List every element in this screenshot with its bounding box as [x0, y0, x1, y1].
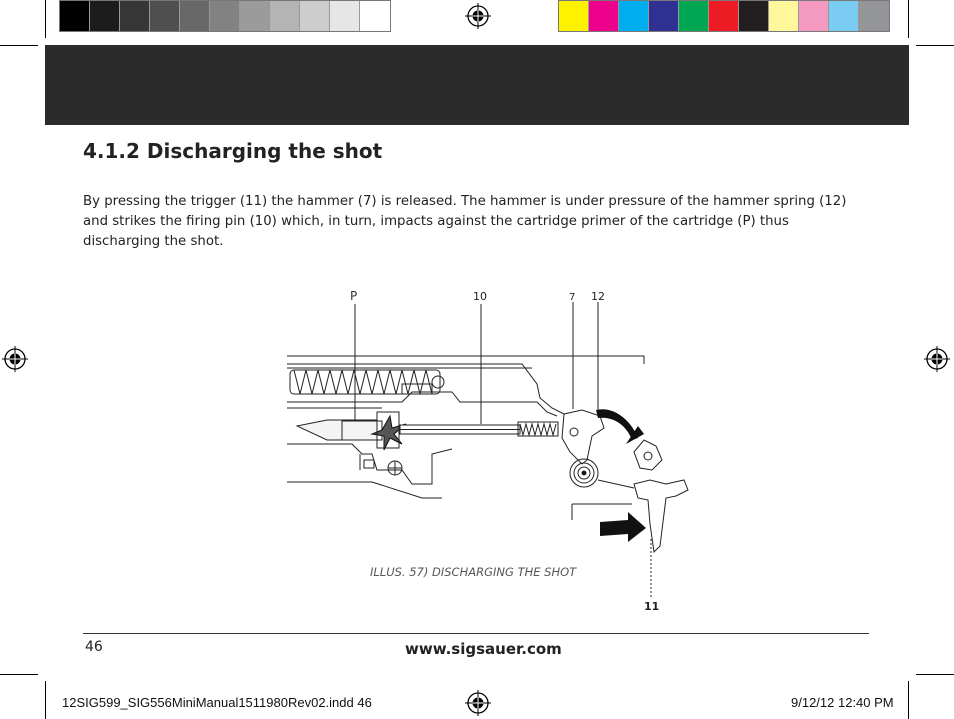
- label-firing-pin: 10: [473, 290, 487, 303]
- crop-mark: [916, 674, 954, 675]
- color-swatch: [330, 1, 360, 31]
- grayscale-color-bar: [59, 0, 391, 32]
- slug-filename: 12SIG599_SIG556MiniManual1511980Rev02.in…: [62, 695, 372, 710]
- crop-mark: [0, 674, 38, 675]
- registration-mark-icon: [2, 346, 28, 372]
- section-title: 4.1.2 Discharging the shot: [83, 139, 383, 163]
- registration-mark-icon: [465, 690, 491, 716]
- color-swatch: [619, 1, 649, 31]
- color-swatch: [270, 1, 300, 31]
- color-swatch: [120, 1, 150, 31]
- crop-mark: [0, 45, 38, 46]
- color-swatch: [679, 1, 709, 31]
- crop-mark: [916, 45, 954, 46]
- color-swatch: [709, 1, 739, 31]
- crop-mark: [908, 681, 909, 719]
- process-color-bar: [558, 0, 890, 32]
- website-link[interactable]: www.sigsauer.com: [405, 640, 562, 658]
- crop-mark: [45, 681, 46, 719]
- label-hammer-spring: 12: [591, 290, 605, 303]
- color-swatch: [180, 1, 210, 31]
- crop-mark: [45, 0, 46, 38]
- color-swatch: [300, 1, 330, 31]
- color-swatch: [649, 1, 679, 31]
- color-swatch: [829, 1, 859, 31]
- footer-divider: [83, 633, 869, 634]
- label-hammer: 7: [569, 292, 575, 303]
- color-swatch: [240, 1, 270, 31]
- color-swatch: [60, 1, 90, 31]
- color-swatch: [559, 1, 589, 31]
- color-swatch: [859, 1, 889, 31]
- illustration-caption: ILLUS. 57) DISCHARGING THE SHOT: [370, 565, 577, 579]
- color-swatch: [769, 1, 799, 31]
- color-swatch: [739, 1, 769, 31]
- page-number: 46: [85, 639, 103, 655]
- section-body: By pressing the trigger (11) the hammer …: [83, 194, 847, 249]
- slug-datetime: 9/12/12 12:40 PM: [791, 695, 894, 710]
- crop-mark: [908, 0, 909, 38]
- color-swatch: [210, 1, 240, 31]
- color-swatch: [150, 1, 180, 31]
- discharging-mechanism-illustration: P 10 7 12 11: [287, 289, 689, 613]
- registration-mark-icon: [465, 3, 491, 29]
- label-trigger: 11: [644, 600, 659, 613]
- registration-mark-icon: [924, 346, 950, 372]
- color-swatch: [90, 1, 120, 31]
- color-swatch: [589, 1, 619, 31]
- header-band: [45, 45, 909, 125]
- label-cartridge: P: [350, 289, 357, 303]
- color-swatch: [799, 1, 829, 31]
- color-swatch: [360, 1, 390, 31]
